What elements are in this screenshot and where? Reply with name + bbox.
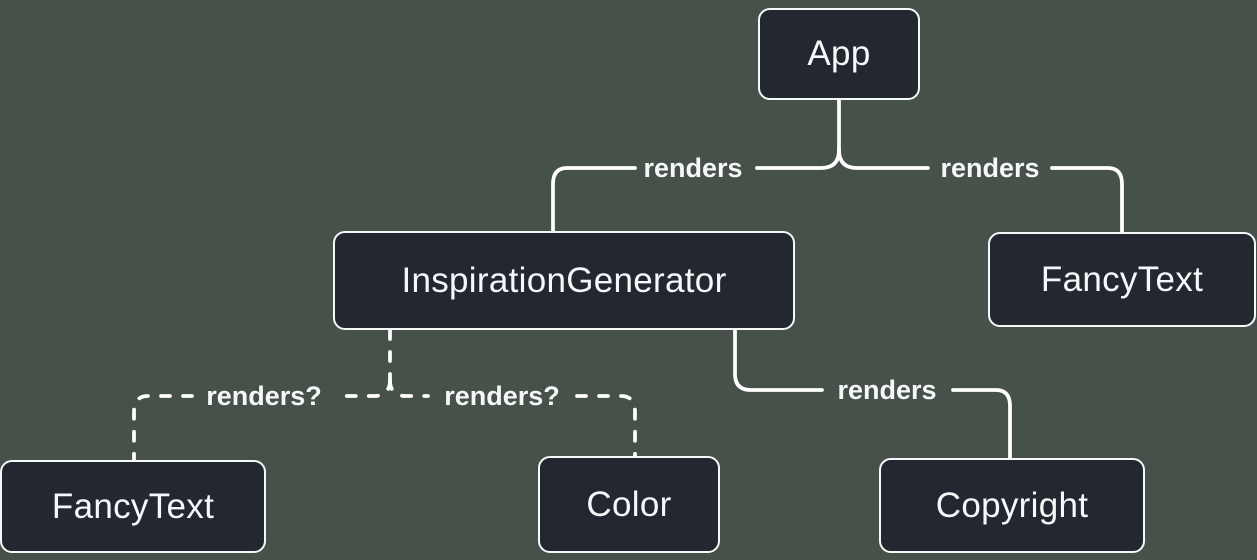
edge-app-inspirationgenerator-tail <box>551 166 637 233</box>
edge-label-inspirationgenerator-fancytext: renders? <box>206 380 322 411</box>
node-inspiration-generator: InspirationGenerator <box>333 231 795 330</box>
node-app: App <box>758 8 920 100</box>
edge-app-fancytext-tail <box>1050 166 1124 234</box>
edge-inspirationgenerator-fancytext <box>342 378 392 398</box>
edge-label-inspirationgenerator-copyright: renders <box>837 374 937 405</box>
edge-app-inspirationgenerator <box>755 148 841 170</box>
edge-inspirationgenerator-copyright <box>733 328 824 392</box>
edge-label-app-fancytext: renders <box>940 152 1040 183</box>
node-copyright: Copyright <box>879 458 1145 553</box>
edge-label-inspirationgenerator-color: renders? <box>444 380 560 411</box>
edge-inspirationgenerator-fancytext-tail <box>132 394 194 462</box>
node-color: Color <box>538 456 720 553</box>
edge-app-fancytext <box>837 148 930 170</box>
node-fancy-text-top: FancyText <box>988 232 1256 327</box>
edge-inspirationgenerator-color <box>388 378 430 398</box>
edge-inspirationgenerator-copyright-tail <box>951 388 1012 460</box>
edge-inspirationgenerator-color-tail <box>575 394 637 458</box>
node-fancy-text-bottom: FancyText <box>0 460 266 553</box>
edge-label-app-inspirationgenerator: renders <box>643 152 743 183</box>
